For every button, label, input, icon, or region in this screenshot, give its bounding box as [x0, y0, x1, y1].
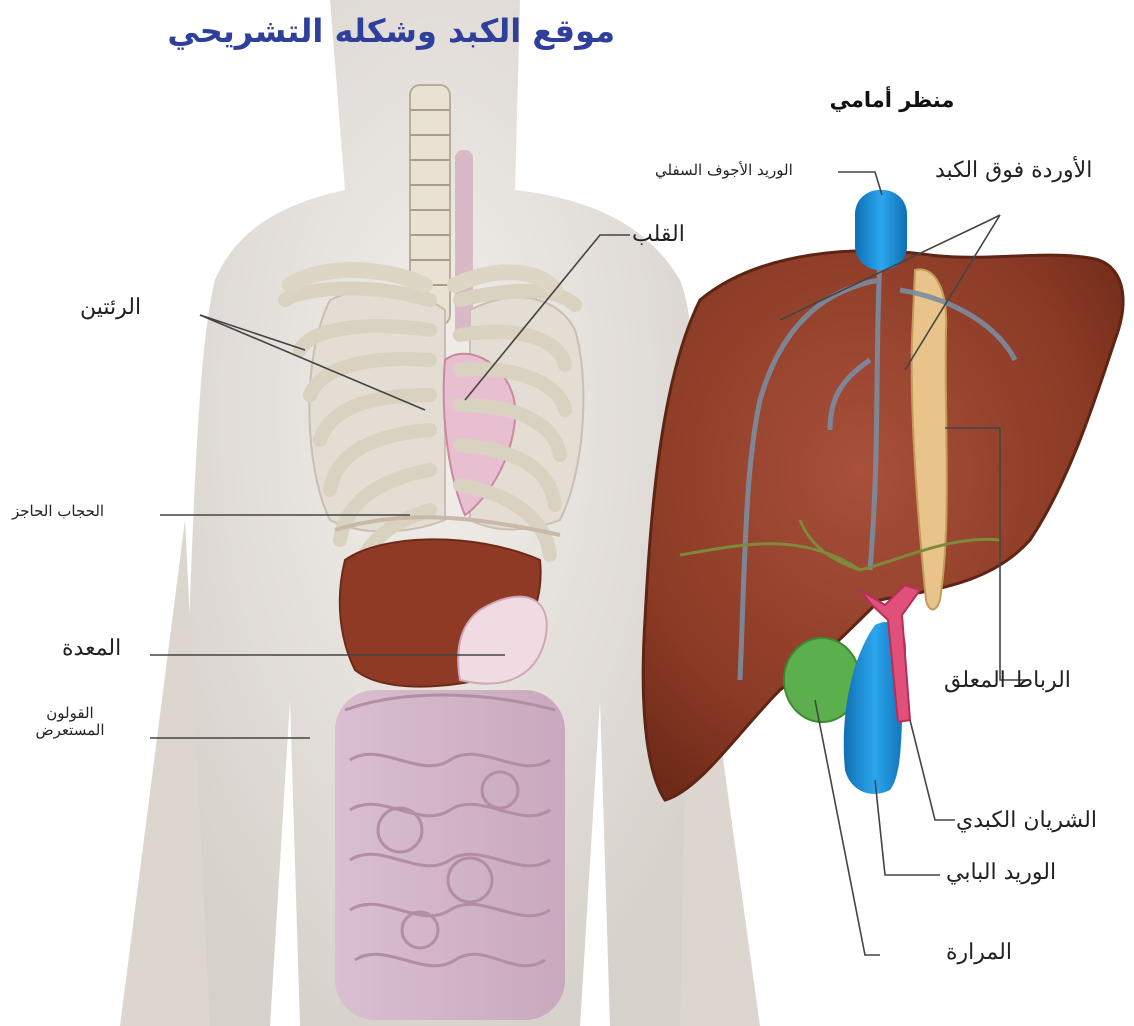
label-transverse-colon: القولون المستعرض — [20, 705, 120, 740]
diagram-title: موقع الكبد وشكله التشريحي — [205, 12, 615, 50]
label-stomach: المعدة — [62, 636, 121, 661]
intestines-icon — [335, 690, 565, 1020]
label-diaphragm: الحجاب الحاجز — [12, 503, 104, 520]
label-gallbladder: المرارة — [946, 940, 1012, 965]
label-hepatic-veins: الأوردة فوق الكبد — [935, 158, 1092, 183]
label-heart: القلب — [632, 222, 685, 247]
label-hepatic-artery: الشريان الكبدي — [956, 808, 1097, 833]
inferior-vena-cava-shape — [855, 190, 907, 270]
label-inferior-vena-cava: الوريد الأجوف السفلي — [655, 162, 793, 179]
label-lungs: الرئتين — [80, 295, 141, 320]
front-view-subtitle: منظر أمامي — [812, 88, 972, 112]
label-portal-vein: الوريد البابي — [946, 860, 1056, 885]
label-falciform-ligament: الرباط المعلق — [944, 668, 1071, 693]
